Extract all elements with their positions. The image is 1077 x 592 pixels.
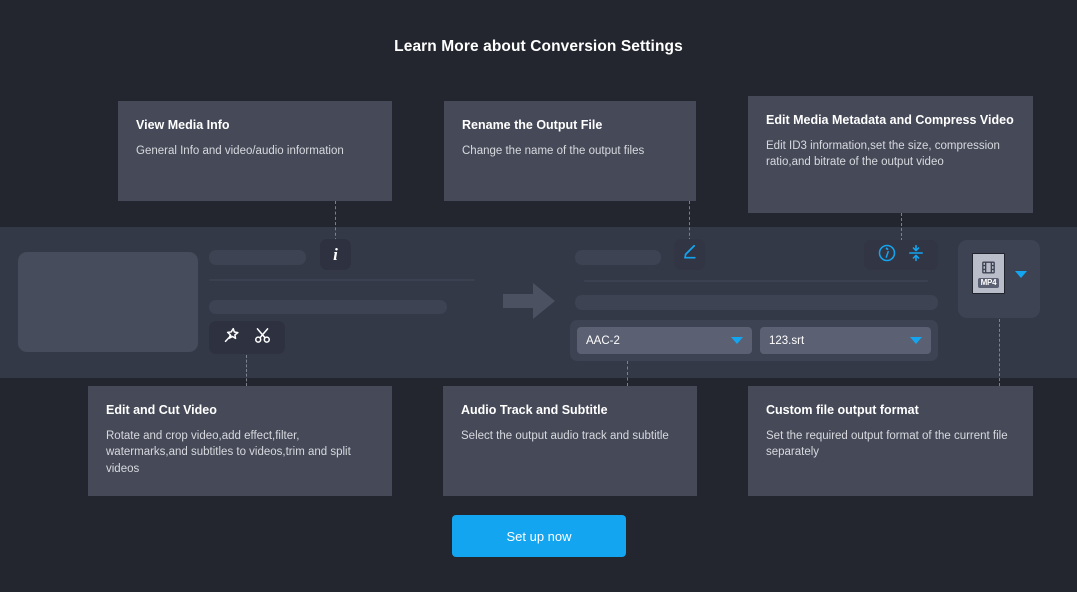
video-thumbnail-placeholder	[18, 252, 198, 352]
set-up-now-button[interactable]: Set up now	[452, 515, 626, 557]
filename-placeholder-bar	[209, 250, 306, 265]
card-description: Rotate and crop video,add effect,filter,…	[106, 429, 351, 475]
audio-subtitle-row: AAC-2 123.srt	[570, 320, 938, 361]
metadata-compress-toolbar[interactable]	[864, 240, 938, 270]
connector-format	[999, 319, 1000, 386]
magic-wand-icon[interactable]	[222, 326, 241, 350]
card-description: Change the name of the output files	[462, 144, 645, 157]
card-title: Edit Media Metadata and Compress Video	[766, 113, 1014, 127]
chevron-down-icon	[910, 337, 922, 344]
card-title: View Media Info	[136, 118, 230, 132]
divider-line-right	[584, 280, 928, 282]
info-icon: i	[333, 244, 338, 264]
output-name-placeholder-bar	[575, 250, 661, 265]
edit-cut-toolbar[interactable]	[209, 321, 285, 354]
card-title: Audio Track and Subtitle	[461, 403, 608, 417]
subtitle-select[interactable]: 123.srt	[760, 327, 931, 354]
format-tag-label: MP4	[977, 278, 1000, 288]
divider-line-left	[209, 279, 475, 281]
info-circle-icon[interactable]	[877, 243, 897, 268]
connector-edit-cut	[246, 355, 247, 386]
conversion-arrow-icon	[503, 283, 555, 319]
mp4-file-icon: MP4	[972, 253, 1005, 294]
card-description: General Info and video/audio information	[136, 144, 344, 157]
media-info-button[interactable]: i	[320, 239, 351, 270]
card-description: Select the output audio track and subtit…	[461, 429, 669, 442]
audio-track-value: AAC-2	[586, 334, 620, 347]
connector-audio	[627, 361, 628, 386]
output-path-placeholder-bar	[575, 295, 938, 310]
card-rename-output-file: Rename the Output File Change the name o…	[444, 101, 696, 201]
connector-media-info	[335, 201, 336, 241]
card-description: Set the required output format of the cu…	[766, 429, 1008, 459]
card-title: Custom file output format	[766, 403, 919, 417]
compress-icon[interactable]	[906, 243, 926, 268]
chevron-down-icon	[731, 337, 743, 344]
audio-track-select[interactable]: AAC-2	[577, 327, 752, 354]
card-audio-track-subtitle: Audio Track and Subtitle Select the outp…	[443, 386, 697, 496]
progress-placeholder-bar	[209, 300, 447, 314]
card-description: Edit ID3 information,set the size, compr…	[766, 139, 1000, 169]
card-title: Rename the Output File	[462, 118, 603, 132]
card-custom-output-format: Custom file output format Set the requir…	[748, 386, 1033, 496]
subtitle-value: 123.srt	[769, 334, 805, 347]
rename-output-button[interactable]	[674, 239, 705, 270]
scissors-icon[interactable]	[253, 326, 272, 350]
output-format-selector[interactable]: MP4	[958, 240, 1040, 318]
card-edit-metadata-compress: Edit Media Metadata and Compress Video E…	[748, 96, 1033, 213]
connector-rename	[689, 201, 690, 241]
card-view-media-info: View Media Info General Info and video/a…	[118, 101, 392, 201]
card-title: Edit and Cut Video	[106, 403, 217, 417]
pencil-icon	[681, 243, 699, 266]
page-title: Learn More about Conversion Settings	[394, 38, 683, 55]
card-edit-and-cut-video: Edit and Cut Video Rotate and crop video…	[88, 386, 392, 496]
chevron-down-icon[interactable]	[1015, 271, 1027, 278]
connector-metadata	[901, 213, 902, 241]
